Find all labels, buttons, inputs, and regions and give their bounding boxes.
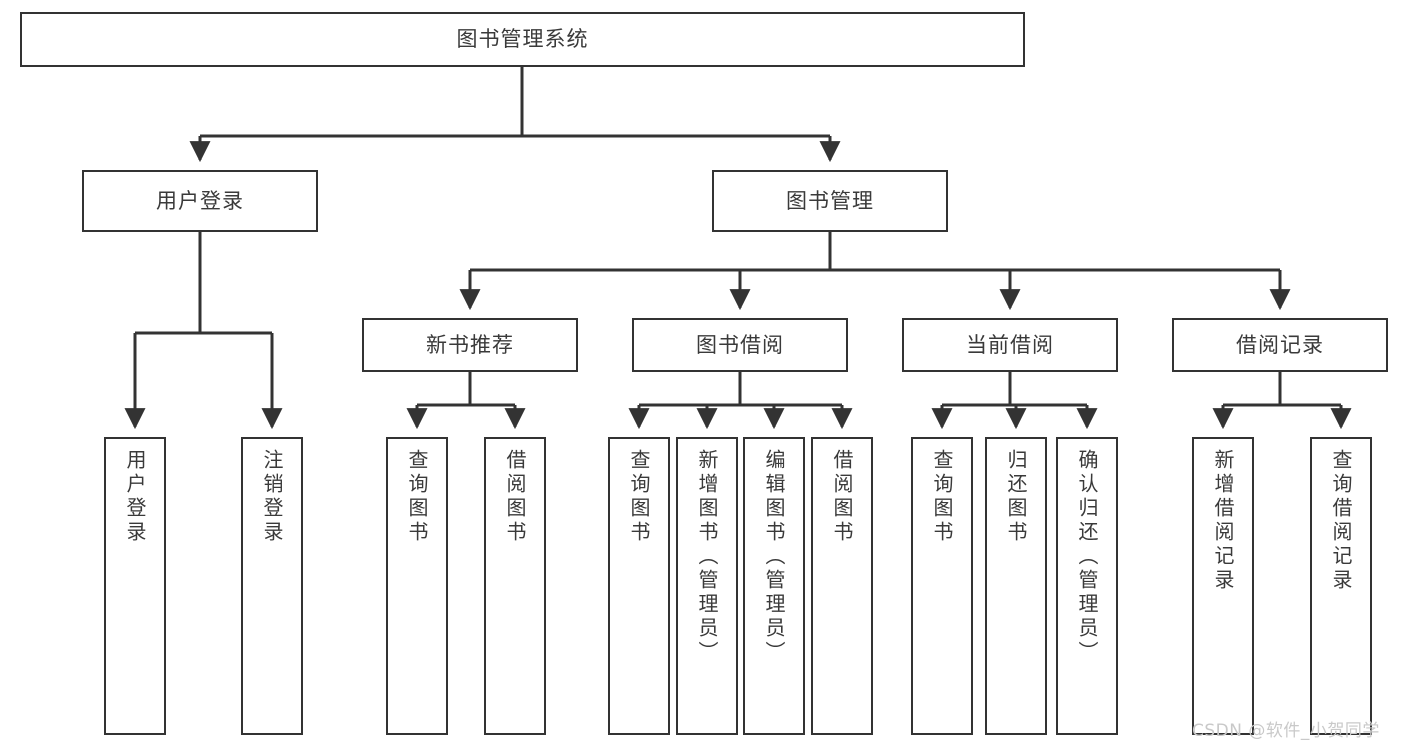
node-leaf-edit-book-label: 编辑图书（管理员） [762, 449, 786, 665]
node-leaf-logout[interactable]: 注销登录 [241, 437, 303, 735]
node-root-label: 图书管理系统 [456, 27, 589, 52]
node-book-borrow-label: 图书借阅 [696, 332, 784, 357]
node-leaf-logout-label: 注销登录 [260, 449, 284, 545]
node-leaf-query-book-3-label: 查询图书 [930, 449, 954, 545]
node-current-borrow-label: 当前借阅 [966, 332, 1054, 357]
node-leaf-add-record-label: 新增借阅记录 [1211, 449, 1235, 593]
node-leaf-confirm-return[interactable]: 确认归还（管理员） [1056, 437, 1118, 735]
node-leaf-return-book[interactable]: 归还图书 [985, 437, 1047, 735]
node-user-login[interactable]: 用户登录 [82, 170, 318, 232]
node-book-borrow[interactable]: 图书借阅 [632, 318, 848, 372]
node-leaf-borrow-book-1-label: 借阅图书 [503, 449, 527, 545]
node-leaf-user-login[interactable]: 用户登录 [104, 437, 166, 735]
node-leaf-confirm-return-label: 确认归还（管理员） [1075, 449, 1099, 665]
node-leaf-query-book-2-label: 查询图书 [627, 449, 651, 545]
node-root[interactable]: 图书管理系统 [20, 12, 1025, 67]
node-borrow-record-label: 借阅记录 [1236, 332, 1324, 357]
node-leaf-edit-book[interactable]: 编辑图书（管理员） [743, 437, 805, 735]
node-leaf-query-book-3[interactable]: 查询图书 [911, 437, 973, 735]
node-leaf-borrow-book-2-label: 借阅图书 [830, 449, 854, 545]
node-current-borrow[interactable]: 当前借阅 [902, 318, 1118, 372]
node-user-login-label: 用户登录 [156, 188, 244, 213]
node-leaf-query-book-2[interactable]: 查询图书 [608, 437, 670, 735]
node-book-manage[interactable]: 图书管理 [712, 170, 948, 232]
node-leaf-add-book-label: 新增图书（管理员） [695, 449, 719, 665]
node-leaf-return-book-label: 归还图书 [1004, 449, 1028, 545]
node-borrow-record[interactable]: 借阅记录 [1172, 318, 1388, 372]
node-leaf-query-record-label: 查询借阅记录 [1329, 449, 1353, 593]
node-leaf-borrow-book-2[interactable]: 借阅图书 [811, 437, 873, 735]
node-leaf-query-book-1-label: 查询图书 [405, 449, 429, 545]
node-book-manage-label: 图书管理 [786, 188, 874, 213]
node-leaf-query-book-1[interactable]: 查询图书 [386, 437, 448, 735]
node-leaf-add-book[interactable]: 新增图书（管理员） [676, 437, 738, 735]
node-leaf-borrow-book-1[interactable]: 借阅图书 [484, 437, 546, 735]
node-leaf-query-record[interactable]: 查询借阅记录 [1310, 437, 1372, 735]
node-leaf-user-login-label: 用户登录 [123, 449, 147, 545]
node-new-book-rec[interactable]: 新书推荐 [362, 318, 578, 372]
node-new-book-rec-label: 新书推荐 [426, 332, 514, 357]
csdn-watermark: CSDN @软件_小贺同学 [1192, 721, 1380, 741]
node-leaf-add-record[interactable]: 新增借阅记录 [1192, 437, 1254, 735]
